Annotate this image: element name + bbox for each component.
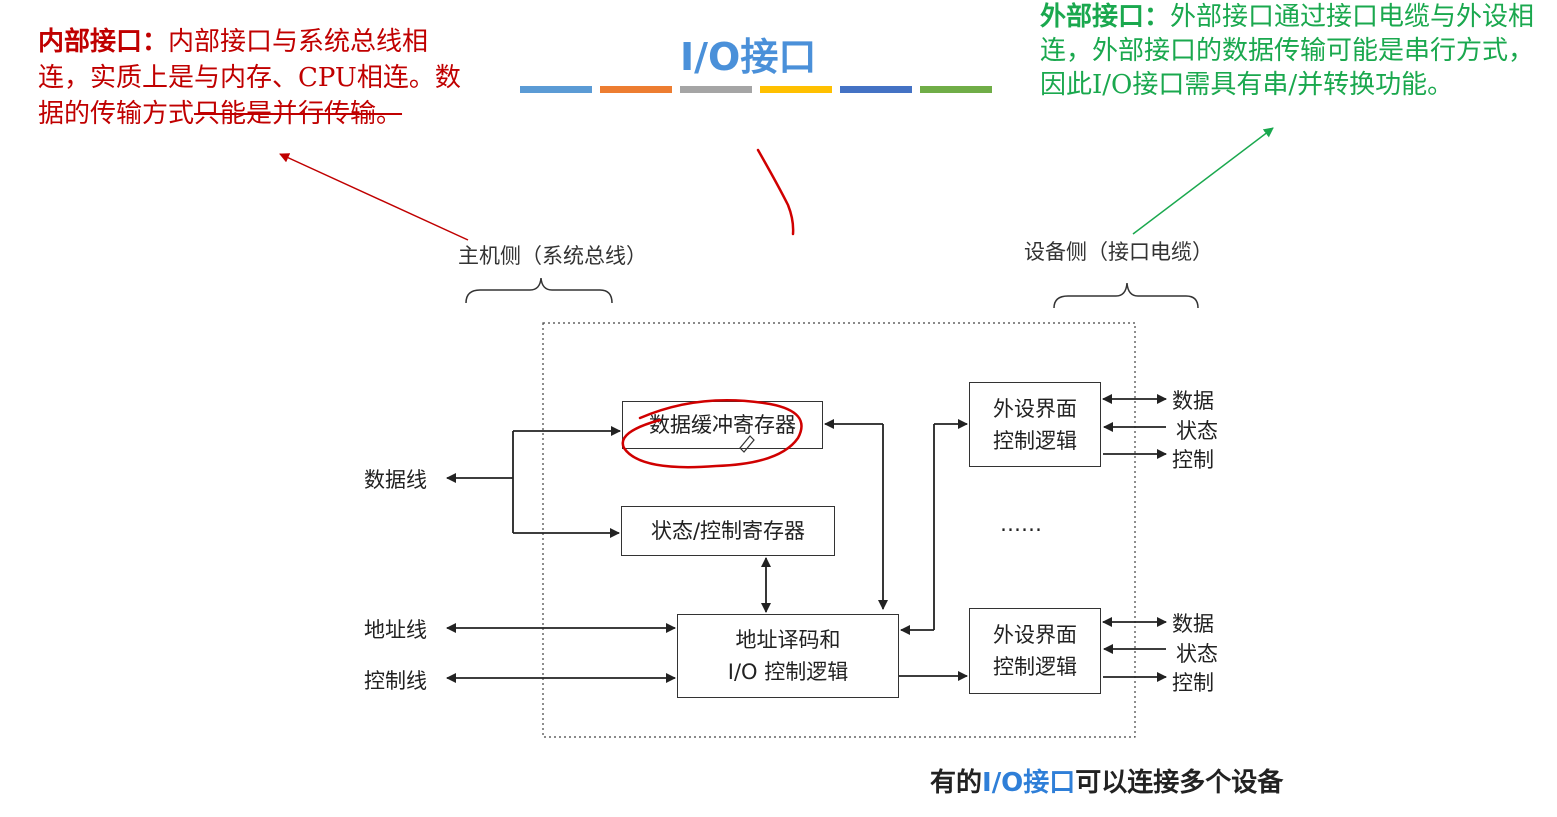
internal-interface-note: 内部接口：内部接口与系统总线相连，实质上是与内存、CPU相连。数据的传输方式只能… (38, 24, 468, 132)
address-line-label: 地址线 (364, 618, 427, 642)
color-bar (760, 86, 832, 93)
external-interface-body: 外部接口通过接口电缆与外设相连，外部接口的数据传输可能是串行方式，因此I/O接口… (1040, 2, 1535, 100)
footer-prefix: 有的 (930, 768, 983, 798)
signal-label-control: 控制 (1172, 448, 1214, 472)
host-side-label: 主机侧（系统总线） (458, 244, 647, 268)
address-decode-line2: I/O 控制逻辑 (727, 660, 849, 684)
signal-label-control: 控制 (1172, 671, 1214, 695)
external-interface-heading: 外部接口： (1040, 2, 1171, 32)
external-note-arrow (1132, 127, 1274, 235)
red-pen-circle (621, 398, 803, 469)
signal-label-status: 状态 (1176, 642, 1218, 666)
internal-note-arrow (279, 153, 469, 241)
status-control-register-block: 状态/控制寄存器 (621, 506, 835, 556)
device-ctrl-line2: 控制逻辑 (993, 655, 1077, 679)
address-decode-line1: 地址译码和 (735, 628, 841, 652)
color-bar (520, 86, 592, 93)
footer-accent: I/O接口 (982, 768, 1076, 798)
control-line-label: 控制线 (364, 669, 427, 693)
color-bar (600, 86, 672, 93)
page-title: I/O接口 (680, 35, 817, 79)
interface-boundary (542, 322, 1136, 738)
title-color-bars (520, 86, 992, 93)
footer-caption: 有的I/O接口可以连接多个设备 (930, 762, 1283, 799)
device-side-brace (1053, 282, 1199, 309)
signal-label-data: 数据 (1172, 389, 1214, 413)
more-devices-ellipsis: …… (1000, 512, 1042, 536)
device-side-label: 设备侧（接口电缆） (1024, 240, 1213, 264)
host-side-brace (465, 277, 613, 304)
internal-interface-heading: 内部接口： (38, 27, 169, 57)
signal-label-data: 数据 (1172, 612, 1214, 636)
device-ctrl-line1: 外设界面 (993, 623, 1077, 647)
color-bar (840, 86, 912, 93)
device-interface-control-block-1: 外设界面 控制逻辑 (969, 382, 1101, 467)
data-line-label: 数据线 (364, 468, 427, 492)
address-decode-control-block: 地址译码和 I/O 控制逻辑 (677, 614, 899, 698)
internal-interface-struck-text: 只能是并行传输。 (194, 99, 403, 129)
status-control-register-label: 状态/控制寄存器 (650, 519, 806, 543)
internal-interface-body: 内部接口与系统总线相连，实质上是与内存、CPU相连。数据的传输方式 (38, 27, 461, 129)
color-bar (920, 86, 992, 93)
signal-label-status: 状态 (1176, 419, 1218, 443)
red-pen-stroke (756, 148, 795, 236)
device-ctrl-line2: 控制逻辑 (993, 428, 1077, 453)
data-buffer-register-label: 数据缓冲寄存器 (649, 413, 796, 437)
device-ctrl-line1: 外设界面 (993, 396, 1077, 421)
device-interface-control-block-2: 外设界面 控制逻辑 (969, 608, 1101, 694)
pen-cursor-icon (739, 435, 755, 453)
external-interface-note: 外部接口：外部接口通过接口电缆与外设相连，外部接口的数据传输可能是串行方式，因此… (1040, 0, 1550, 102)
color-bar (680, 86, 752, 93)
footer-suffix: 可以连接多个设备 (1075, 768, 1284, 798)
